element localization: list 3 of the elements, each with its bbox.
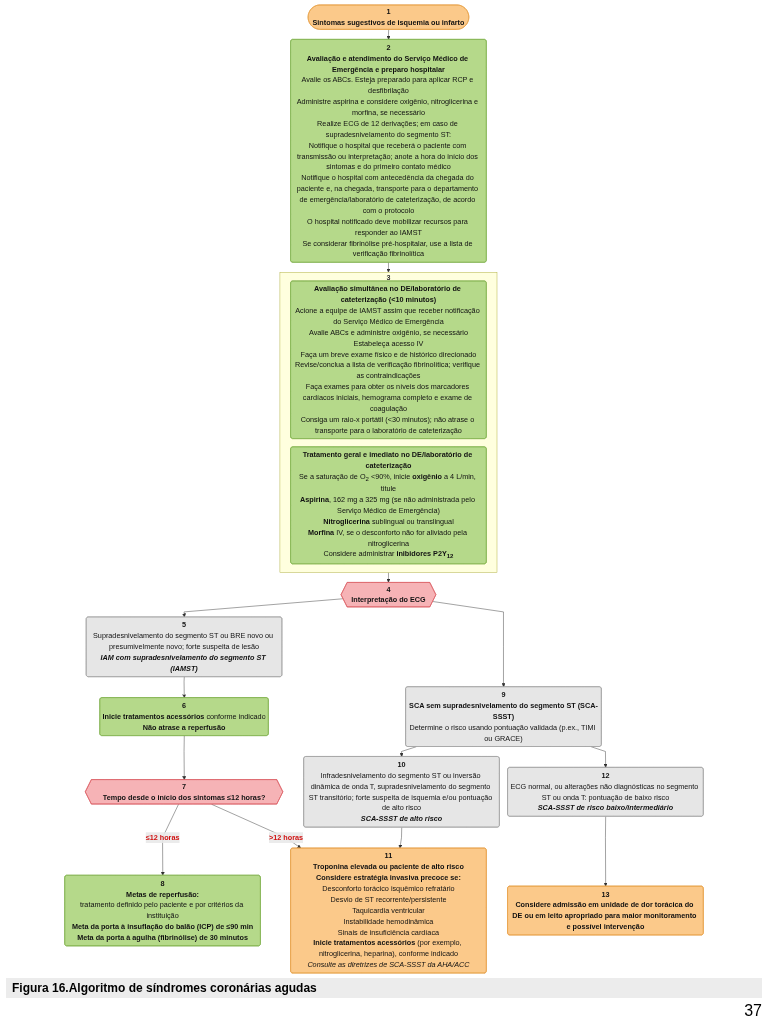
figure-caption: Figura 16.Algoritmo de síndromes coronárias agudas	[6, 978, 762, 998]
page-number: 37	[744, 1002, 762, 1019]
cluster	[279, 272, 498, 573]
